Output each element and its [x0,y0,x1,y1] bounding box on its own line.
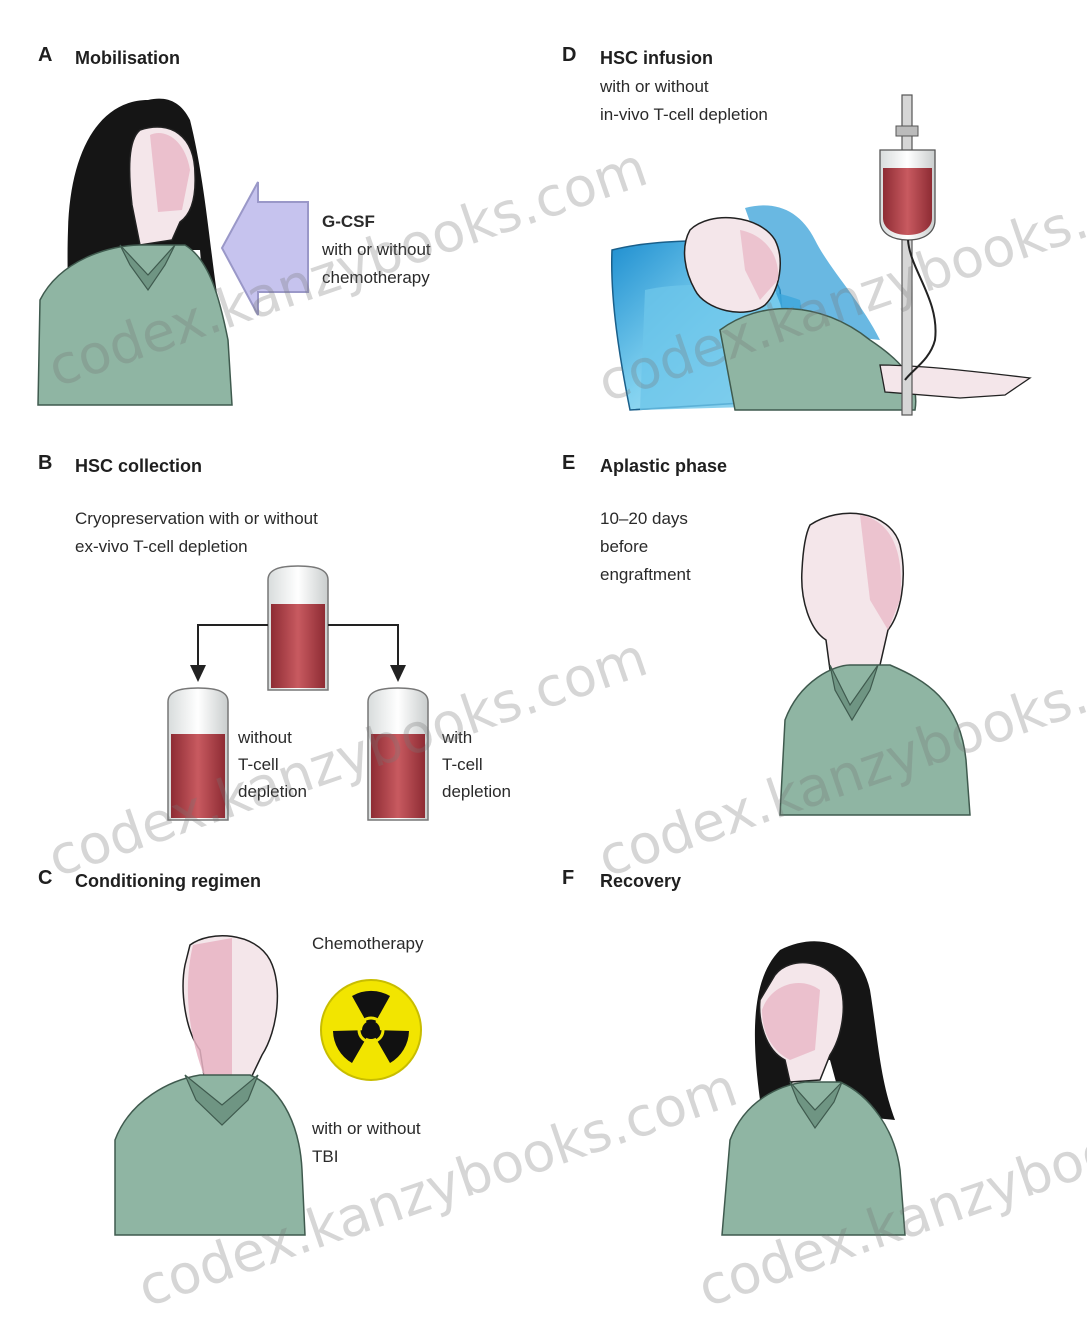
panel-e-title: Aplastic phase [600,453,727,480]
panel-e-line3: engraftment [600,561,691,588]
panel-b-left-label: without T-cell depletion [238,724,307,805]
panel-a-arrow-icon [222,182,308,315]
panel-d-title: HSC infusion [600,45,713,72]
panel-c-bottom-line1: with or without [312,1115,421,1142]
panel-d-letter: D [562,44,576,67]
panel-a-figure [38,99,232,405]
radiation-hazard-icon [321,980,421,1080]
panel-a-arrow-sub2: chemotherapy [322,264,430,291]
panel-b-right-label: with T-cell depletion [442,724,511,805]
panel-b-title: HSC collection [75,453,202,480]
illustration-layer [0,0,1087,1283]
panel-c-bottom-line2: TBI [312,1143,338,1170]
panel-e-line2: before [600,533,648,560]
panel-b-desc-line1: Cryopreservation with or without [75,505,318,532]
panel-d-line1: with or without [600,73,709,100]
figure-canvas: A Mobilisation G-CSF with or without che… [0,0,1087,1283]
panel-c-letter: C [38,867,52,890]
panel-a-letter: A [38,44,52,67]
panel-c-title: Conditioning regimen [75,868,261,895]
panel-a-arrow-label: G-CSF [322,208,375,235]
panel-f-letter: F [562,867,574,890]
panel-f-title: Recovery [600,868,681,895]
panel-e-letter: E [562,452,575,475]
panel-b-desc-line2: ex-vivo T-cell depletion [75,533,248,560]
panel-e-line1: 10–20 days [600,505,688,532]
panel-c-top-label: Chemotherapy [312,930,424,957]
panel-a-title: Mobilisation [75,45,180,72]
panel-b-letter: B [38,452,52,475]
panel-d-figure [612,95,1030,415]
panel-a-arrow-sub1: with or without [322,236,431,263]
panel-d-line2: in-vivo T-cell depletion [600,101,768,128]
panel-f-figure [722,941,905,1235]
panel-e-figure [780,513,970,815]
panel-c-figure [115,936,305,1235]
